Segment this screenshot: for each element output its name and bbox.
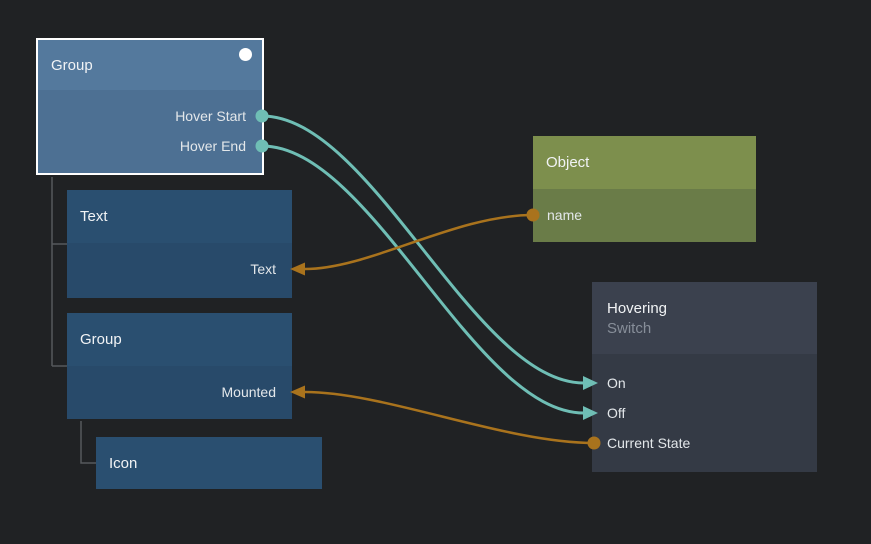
wire-name-to-text[interactable] [304, 213, 534, 271]
node-header[interactable]: Group [67, 313, 292, 366]
tree-line-branch-icon [80, 421, 96, 464]
node-header[interactable]: Group [38, 40, 262, 90]
node-text[interactable]: Text Text [67, 190, 292, 298]
node-title: Object [546, 154, 590, 171]
node-hovering-switch[interactable]: Hovering Switch On Off Current State [592, 282, 817, 472]
node-group-selected[interactable]: Group Hover Start Hover End [36, 38, 264, 175]
node-group-child[interactable]: Group Mounted [67, 313, 292, 419]
node-title: Hovering [607, 299, 668, 317]
port-on-input[interactable]: On [607, 368, 626, 398]
node-header[interactable]: Text [67, 190, 292, 243]
selected-indicator-dot [239, 48, 252, 61]
wire-current-state-to-mounted[interactable] [304, 390, 595, 445]
arrowhead-text [290, 262, 305, 276]
node-header[interactable]: Icon [96, 437, 322, 489]
port-hover-end[interactable]: Hover End [180, 131, 246, 161]
port-label: Text [250, 261, 276, 277]
port-name-output[interactable]: name [547, 200, 582, 230]
port-label: Mounted [221, 384, 276, 400]
port-text-input[interactable]: Text [250, 254, 276, 284]
node-header[interactable]: Object [533, 136, 756, 189]
node-title: Text [80, 208, 108, 225]
port-mounted-input[interactable]: Mounted [222, 377, 276, 407]
port-hover-start[interactable]: Hover Start [175, 101, 246, 131]
port-current-state-output[interactable]: Current State [607, 428, 690, 458]
port-label: name [547, 207, 583, 223]
port-label: Off [607, 405, 626, 421]
port-label: On [607, 375, 626, 391]
port-label: Current State [607, 435, 691, 451]
node-object[interactable]: Object name [533, 136, 756, 242]
port-label: Hover Start [175, 108, 246, 124]
node-title: Group [51, 56, 93, 74]
node-title: Group [80, 331, 122, 348]
node-title: Icon [109, 454, 138, 472]
port-off-input[interactable]: Off [607, 398, 625, 428]
port-label: Hover End [179, 138, 246, 154]
node-header[interactable]: Hovering Switch [592, 282, 817, 354]
node-subtitle: Switch [607, 319, 652, 337]
arrowhead-mounted [290, 385, 305, 399]
node-icon[interactable]: Icon [96, 437, 322, 489]
